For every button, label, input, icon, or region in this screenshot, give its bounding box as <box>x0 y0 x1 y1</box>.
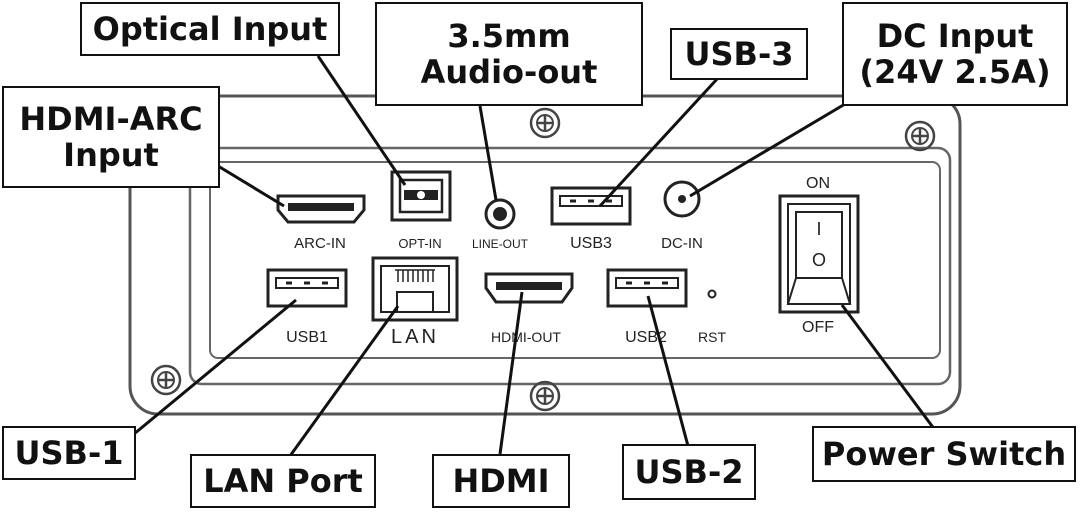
usb1-label: USB1 <box>286 329 328 346</box>
switch-on-mark: I <box>816 219 821 239</box>
hdmi-out-label: HDMI-OUT <box>491 329 561 345</box>
callout-optical-input: Optical Input <box>80 2 340 56</box>
callout-usb3: USB-3 <box>670 28 808 80</box>
screw-icon-bottom-center <box>529 380 561 412</box>
usb3-port <box>550 186 632 226</box>
lan-label: LAN <box>391 326 439 348</box>
dc-in-label: DC-IN <box>661 235 703 252</box>
callout-power-switch: Power Switch <box>812 426 1076 482</box>
leader-usb3 <box>598 76 720 208</box>
switch-off-mark: O <box>812 250 826 270</box>
callout-audio-out: 3.5mm Audio-out <box>375 2 643 106</box>
reset-button[interactable] <box>707 289 717 299</box>
callout-usb2: USB-2 <box>622 444 756 500</box>
usb2-port <box>606 268 688 308</box>
on-label: ON <box>806 175 830 192</box>
hdmi-out-port <box>484 272 574 304</box>
power-switch[interactable]: I O <box>778 194 860 314</box>
leader-hdmi-arc <box>217 164 285 208</box>
leader-dc-input <box>689 102 846 198</box>
leader-audio-out <box>478 105 498 201</box>
leader-lines <box>133 55 937 457</box>
screw-icon-bottom-left <box>150 364 182 396</box>
lan-port <box>371 256 459 322</box>
line-out-jack <box>484 198 516 230</box>
dc-in-jack <box>663 180 701 218</box>
chassis-inner-outline <box>188 146 952 386</box>
screw-icon-top-center <box>529 107 561 139</box>
hdmi-arc-port <box>276 194 366 224</box>
line-out-label: LINE-OUT <box>472 237 529 251</box>
usb3-label: USB3 <box>570 235 612 252</box>
leader-power-switch <box>840 304 937 431</box>
leader-optical <box>316 55 407 186</box>
rst-label: RST <box>698 329 726 345</box>
leader-usb2 <box>646 295 690 447</box>
port-panel-outline <box>209 161 941 359</box>
leader-hdmi <box>498 291 524 455</box>
opt-in-label: OPT-IN <box>398 236 441 251</box>
leader-usb1 <box>133 298 297 436</box>
usb1-port <box>266 268 348 308</box>
callout-dc-input: DC Input (24V 2.5A) <box>842 2 1068 106</box>
callout-hdmi-arc: HDMI-ARC Input <box>2 86 220 188</box>
off-label: OFF <box>802 319 834 336</box>
screw-icon-top-right <box>904 120 936 152</box>
callout-lan-port: LAN Port <box>190 454 376 508</box>
callout-hdmi: HDMI <box>432 454 570 508</box>
arc-in-label: ARC-IN <box>294 235 346 252</box>
callout-usb1: USB-1 <box>2 426 136 480</box>
leader-lan <box>288 305 400 457</box>
